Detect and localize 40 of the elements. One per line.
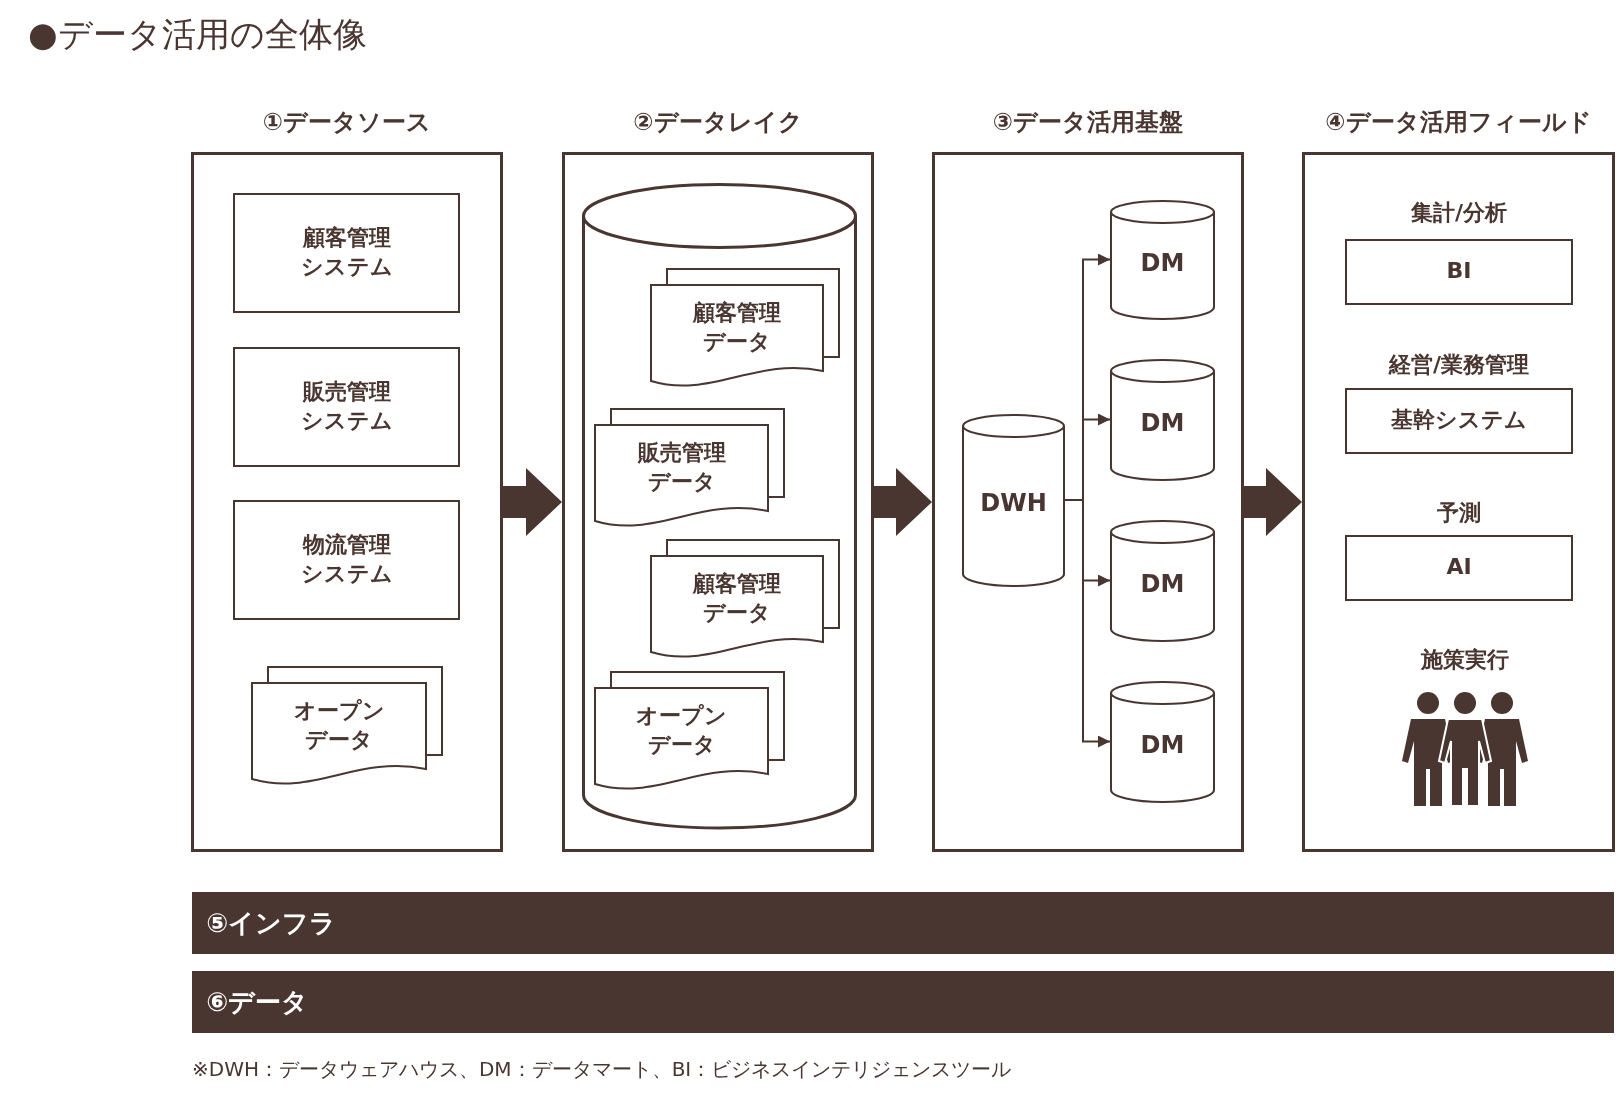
- group-heading: 集計/分析: [1409, 199, 1508, 227]
- tool-box: 基幹システム: [1345, 388, 1573, 454]
- page-title: ●データ活用の全体像: [28, 13, 367, 56]
- column-heading: ④データ活用フィールド: [1324, 107, 1593, 138]
- cylinder-label: DM: [1139, 569, 1186, 598]
- tool-box: BI: [1345, 239, 1573, 305]
- document-label: オープンデータ: [292, 697, 386, 754]
- cylinder-label: DM: [1139, 730, 1186, 759]
- arrow: [1064, 499, 1111, 748]
- layer-bar: [192, 892, 1614, 954]
- group-heading: 施策実行: [1419, 646, 1510, 674]
- bar-label: ⑥データ: [206, 986, 308, 1019]
- document-label: 顧客管理データ: [691, 299, 782, 356]
- footnote: ※DWH：データウェアハウス、DM：データマート、BI：ビジネスインテリジェンスツール: [192, 1056, 1012, 1083]
- cylinder-label: DM: [1139, 248, 1186, 277]
- system-box: [233, 347, 460, 467]
- box-label: 顧客管理システム: [299, 224, 394, 281]
- group-heading: 予測: [1436, 499, 1482, 527]
- column-heading: ③データ活用基盤: [991, 107, 1185, 138]
- document-label: 販売管理データ: [636, 439, 727, 496]
- box-label: 物流管理システム: [299, 531, 394, 588]
- tool-group: [1345, 198, 1573, 305]
- tool-group: [1345, 498, 1573, 601]
- block-arrow: [1244, 468, 1302, 536]
- box-label: 販売管理システム: [299, 378, 394, 435]
- system-box: [233, 500, 460, 620]
- column-heading: ①データソース: [261, 107, 433, 138]
- block-arrow: [503, 468, 562, 536]
- tool-group: [1345, 350, 1573, 454]
- document-label: 顧客管理データ: [691, 570, 782, 627]
- column-heading: ②データレイク: [632, 107, 804, 138]
- layer-bar: [192, 971, 1614, 1033]
- bar-label: ⑤インフラ: [206, 907, 336, 940]
- group-heading: 経営/業務管理: [1387, 351, 1530, 379]
- system-box: [233, 193, 460, 313]
- document-label: オープンデータ: [635, 702, 728, 759]
- block-arrow: [874, 468, 932, 536]
- tool-box: AI: [1345, 535, 1573, 601]
- cylinder-label: DWH: [979, 488, 1048, 517]
- cylinder-label: DM: [1139, 408, 1186, 437]
